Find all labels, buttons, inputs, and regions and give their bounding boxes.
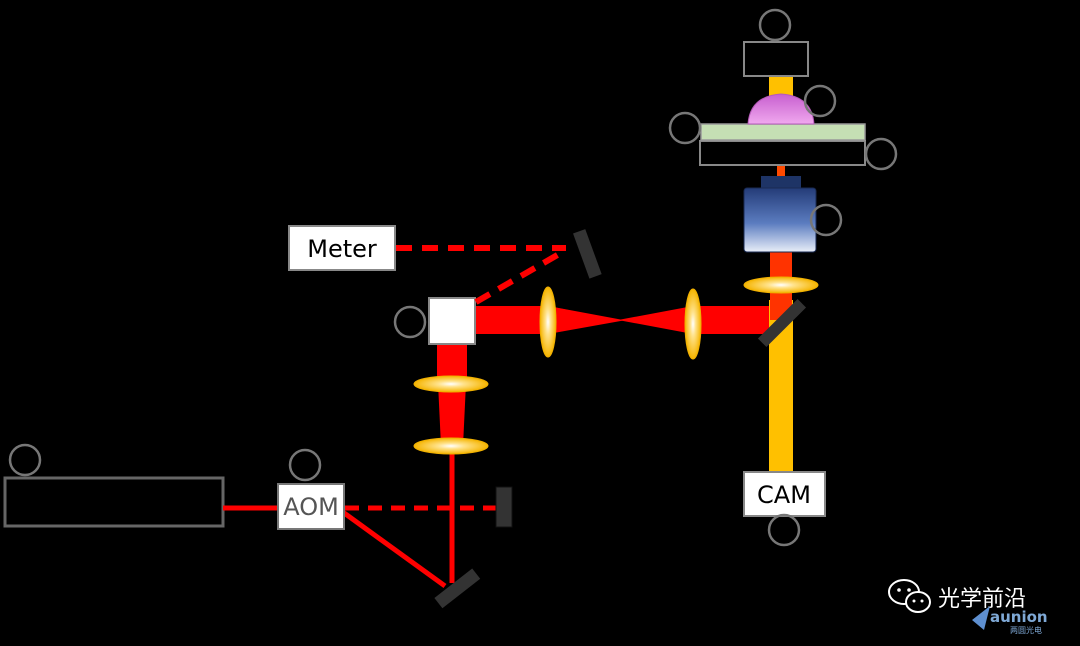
beam-horizontal-cone-3 bbox=[618, 306, 693, 334]
meter-label: Meter bbox=[307, 235, 377, 263]
meter-box bbox=[288, 225, 396, 271]
camera-label: CAM bbox=[757, 481, 811, 509]
laser-source-box bbox=[3, 476, 225, 528]
mirror-meter bbox=[573, 229, 602, 279]
coverslip-circle bbox=[668, 111, 702, 145]
watermark-account-name: 光学前沿 bbox=[938, 587, 1026, 612]
stage-plate bbox=[699, 140, 866, 166]
beam-aom-first-order bbox=[338, 507, 447, 589]
mirror-bottom bbox=[434, 568, 481, 609]
wechat-icon bbox=[888, 579, 931, 613]
coverslip bbox=[700, 123, 866, 141]
watermark-brand-en: aunion bbox=[990, 608, 1048, 626]
objective-top bbox=[761, 176, 801, 188]
illumination-box bbox=[743, 41, 809, 77]
beam-pickoff-diagonal bbox=[474, 247, 568, 305]
aom-box bbox=[277, 483, 345, 530]
brand-logo-icon bbox=[972, 606, 990, 630]
aom-label: AOM bbox=[283, 493, 339, 521]
lens-horizontal-right bbox=[684, 288, 702, 360]
lens-horizontal-left bbox=[539, 286, 557, 358]
illumination-circle bbox=[758, 8, 792, 42]
beam-expander-cone bbox=[438, 383, 466, 446]
lens-vertical-upper bbox=[413, 375, 489, 393]
objective-body bbox=[743, 187, 817, 253]
camera-box bbox=[743, 471, 826, 517]
beam-horizontal-wide bbox=[474, 306, 548, 334]
beam-horizontal-cone-2 bbox=[548, 306, 618, 334]
tube-lens bbox=[743, 276, 819, 294]
beam-block bbox=[495, 486, 513, 528]
watermark: 光学前沿 aunion 两圆光电 bbox=[888, 579, 1048, 635]
objective-circle bbox=[809, 203, 843, 237]
beam-splitter-cube bbox=[428, 297, 476, 345]
watermark-brand-cn: 两圆光电 bbox=[1010, 625, 1042, 635]
beam-splitter-circle bbox=[393, 305, 427, 339]
laser-label-circle bbox=[8, 443, 42, 477]
beam-horizontal-right bbox=[693, 306, 778, 334]
aom-label-circle bbox=[288, 448, 322, 482]
stage-circle bbox=[864, 137, 898, 171]
dichroic-mirror bbox=[757, 298, 807, 348]
camera-circle bbox=[767, 513, 801, 547]
lens-vertical-lower bbox=[413, 437, 489, 455]
sample-circle bbox=[803, 84, 837, 118]
